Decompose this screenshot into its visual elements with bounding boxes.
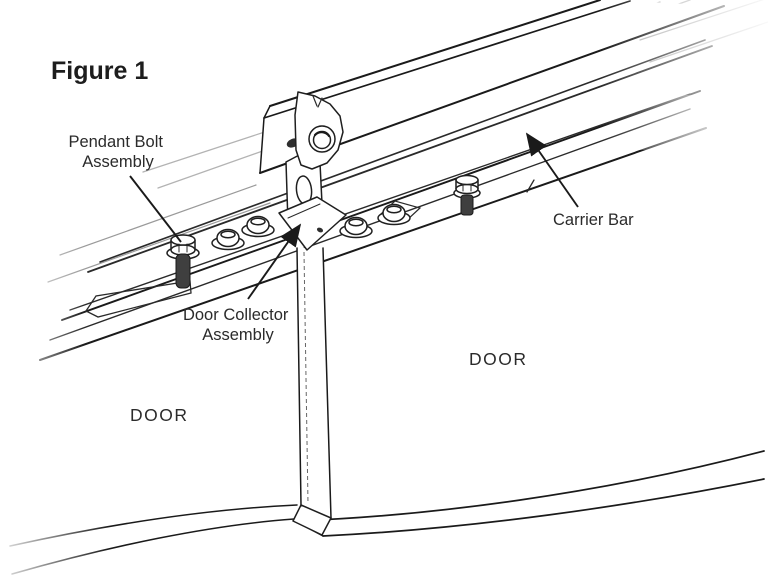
pendant-bolt-label-line2: Assembly <box>82 153 154 171</box>
rail-catch-slot <box>85 280 192 318</box>
door-collector-strip <box>292 247 332 536</box>
door-edges <box>9 450 765 575</box>
pendant-bolt-leader-line <box>129 175 182 243</box>
dome-nut <box>377 203 411 226</box>
door-label-left: DOOR <box>130 405 189 425</box>
dome-nut <box>241 215 275 238</box>
door-collector-label: Door Collector Assembly <box>183 306 293 344</box>
carrier-bar-arrow <box>525 132 579 208</box>
pendant-bolt-drawing <box>166 234 200 289</box>
pendant-hook-flange <box>294 91 344 170</box>
dome-nuts <box>211 203 411 251</box>
hex-bolt-drawing <box>453 174 481 216</box>
door-collector-label-line2: Assembly <box>202 326 274 344</box>
pendant-bolt-label-line1: Pendant Bolt <box>68 133 163 151</box>
door-collector-arrow <box>247 223 302 300</box>
pendant-bolt-label: Pendant Bolt Assembly <box>68 133 167 171</box>
annotations: Figure 1 Pendant Bolt Assembly Carrier B… <box>51 57 634 425</box>
carrier-bar-label: Carrier Bar <box>553 211 634 229</box>
door-label-right: DOOR <box>469 349 528 369</box>
door-collector-label-line1: Door Collector <box>183 306 289 324</box>
line-art <box>9 0 768 575</box>
figure-title: Figure 1 <box>51 57 148 85</box>
dome-nut <box>211 228 245 251</box>
dome-nut <box>339 216 373 239</box>
